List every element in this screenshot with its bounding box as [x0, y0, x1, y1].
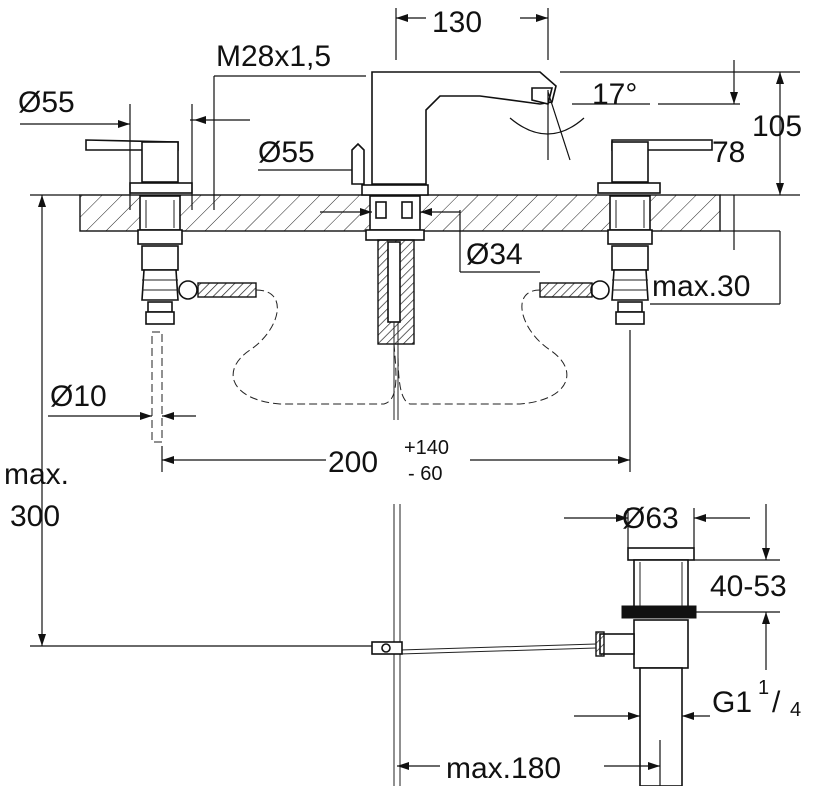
dim-78-label: 78 — [712, 136, 745, 169]
right-handle-valve — [539, 139, 713, 325]
dim-g-thread-num-label: 1 — [758, 677, 769, 699]
dim-105-label: 105 — [752, 110, 802, 143]
dim-spread-minus-label: - 60 — [408, 463, 442, 485]
dim-g-thread-den-label: 4 — [790, 699, 801, 721]
dim-d34-label: Ø34 — [466, 238, 523, 271]
dim-g-thread-slash-label: / — [772, 686, 781, 719]
dim-spread-plus-label: +140 — [404, 437, 449, 459]
dim-40-53-label: 40-53 — [710, 570, 787, 603]
dimension-labels: 130 M28x1,5 17° Ø55 Ø55 105 78 Ø34 max.3… — [4, 6, 802, 785]
supply-hoses — [232, 289, 568, 405]
dim-angle-label: 17° — [592, 78, 637, 111]
dim-d55-mid-label: Ø55 — [258, 136, 315, 169]
dim-spread-base-label: 200 — [328, 446, 378, 479]
dim-g-thread-main-label: G1 — [712, 686, 752, 719]
pop-up-waste — [371, 504, 697, 786]
dim-max30-label: max.30 — [652, 270, 750, 303]
dim-d55-left-label: Ø55 — [18, 86, 75, 119]
dim-max180-label: max.180 — [446, 752, 561, 785]
dim-130-label: 130 — [432, 6, 482, 39]
dim-max-value-label: 300 — [10, 500, 60, 533]
dim-d10-label: Ø10 — [50, 380, 107, 413]
dim-d63-label: Ø63 — [622, 502, 679, 535]
dimension-lines — [20, 8, 800, 786]
dim-max-word-label: max. — [4, 458, 69, 491]
spout — [351, 71, 557, 420]
dim-thread-label: M28x1,5 — [216, 40, 331, 73]
left-handle-valve — [85, 139, 257, 443]
